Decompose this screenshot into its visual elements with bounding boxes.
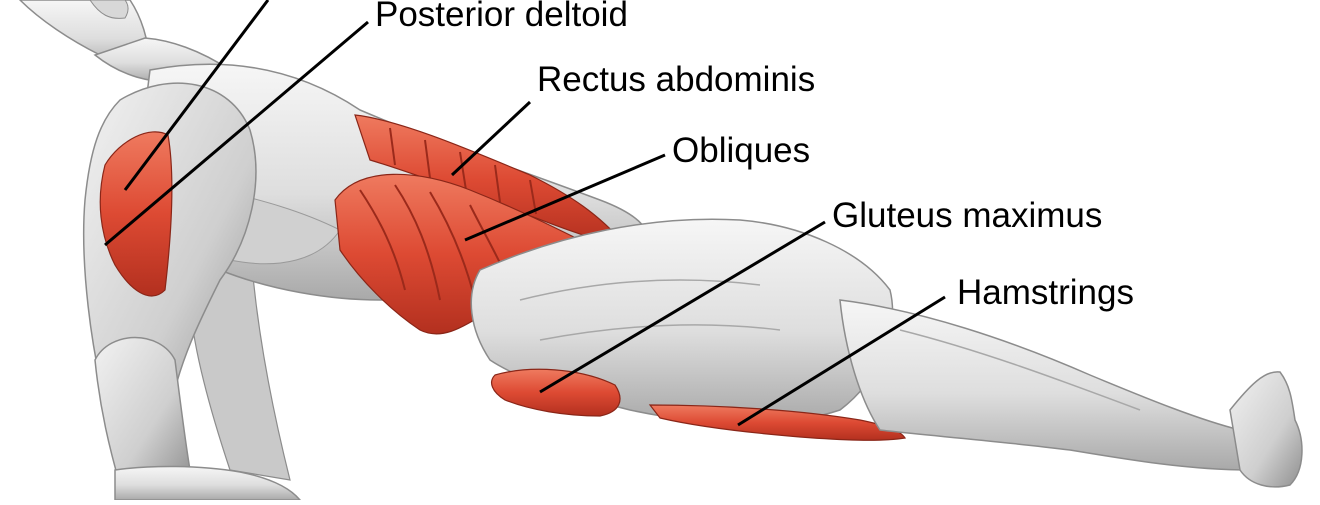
leader-lines <box>104 0 946 427</box>
hamstrings-muscle <box>648 404 906 441</box>
leader-line-gluteus-maximus <box>539 220 826 394</box>
leader-line-obliques <box>464 153 666 242</box>
label-obliques: Obliques <box>672 131 811 170</box>
foot <box>1229 371 1303 488</box>
label-gluteus-maximus: Gluteus maximus <box>832 196 1103 235</box>
gluteus-maximus-muscle <box>491 368 621 417</box>
label-posterior-deltoid: Posterior deltoid <box>375 0 628 34</box>
label-rectus-abdominis: Rectus abdominis <box>537 60 816 99</box>
obliques-muscle <box>334 173 602 335</box>
leader-line-upper <box>123 0 270 191</box>
leader-line-rectus-abdominis <box>450 100 532 177</box>
leader-line-posterior-deltoid <box>104 20 369 247</box>
near-forearm <box>94 336 302 501</box>
posterior-deltoid-muscle <box>99 131 173 297</box>
leader-line-hamstrings <box>737 295 946 427</box>
label-hamstrings: Hamstrings <box>957 273 1134 312</box>
lower-leg <box>839 299 1251 471</box>
